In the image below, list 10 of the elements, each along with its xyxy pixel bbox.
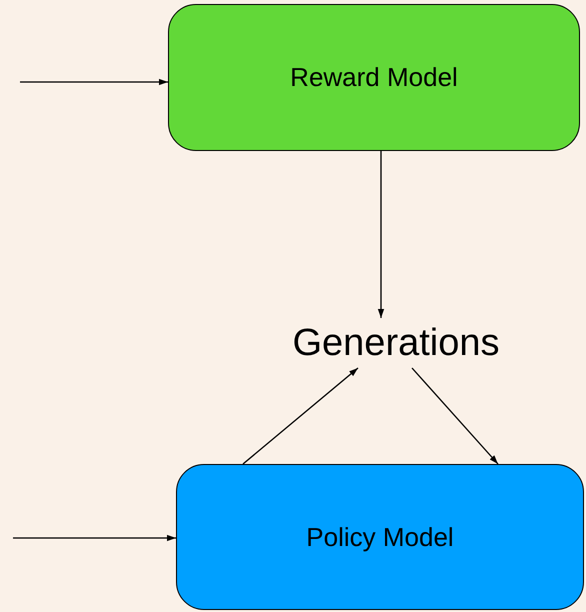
box-label: Reward Model [290, 62, 458, 93]
node-label: Generations [292, 322, 500, 364]
arrow [20, 78, 168, 86]
box-label: Policy Model [306, 522, 454, 552]
arrow [242, 368, 358, 464]
process-box [168, 4, 580, 151]
arrow [412, 368, 498, 464]
arrow [13, 534, 176, 542]
process-box [176, 464, 584, 610]
arrow [378, 151, 384, 318]
